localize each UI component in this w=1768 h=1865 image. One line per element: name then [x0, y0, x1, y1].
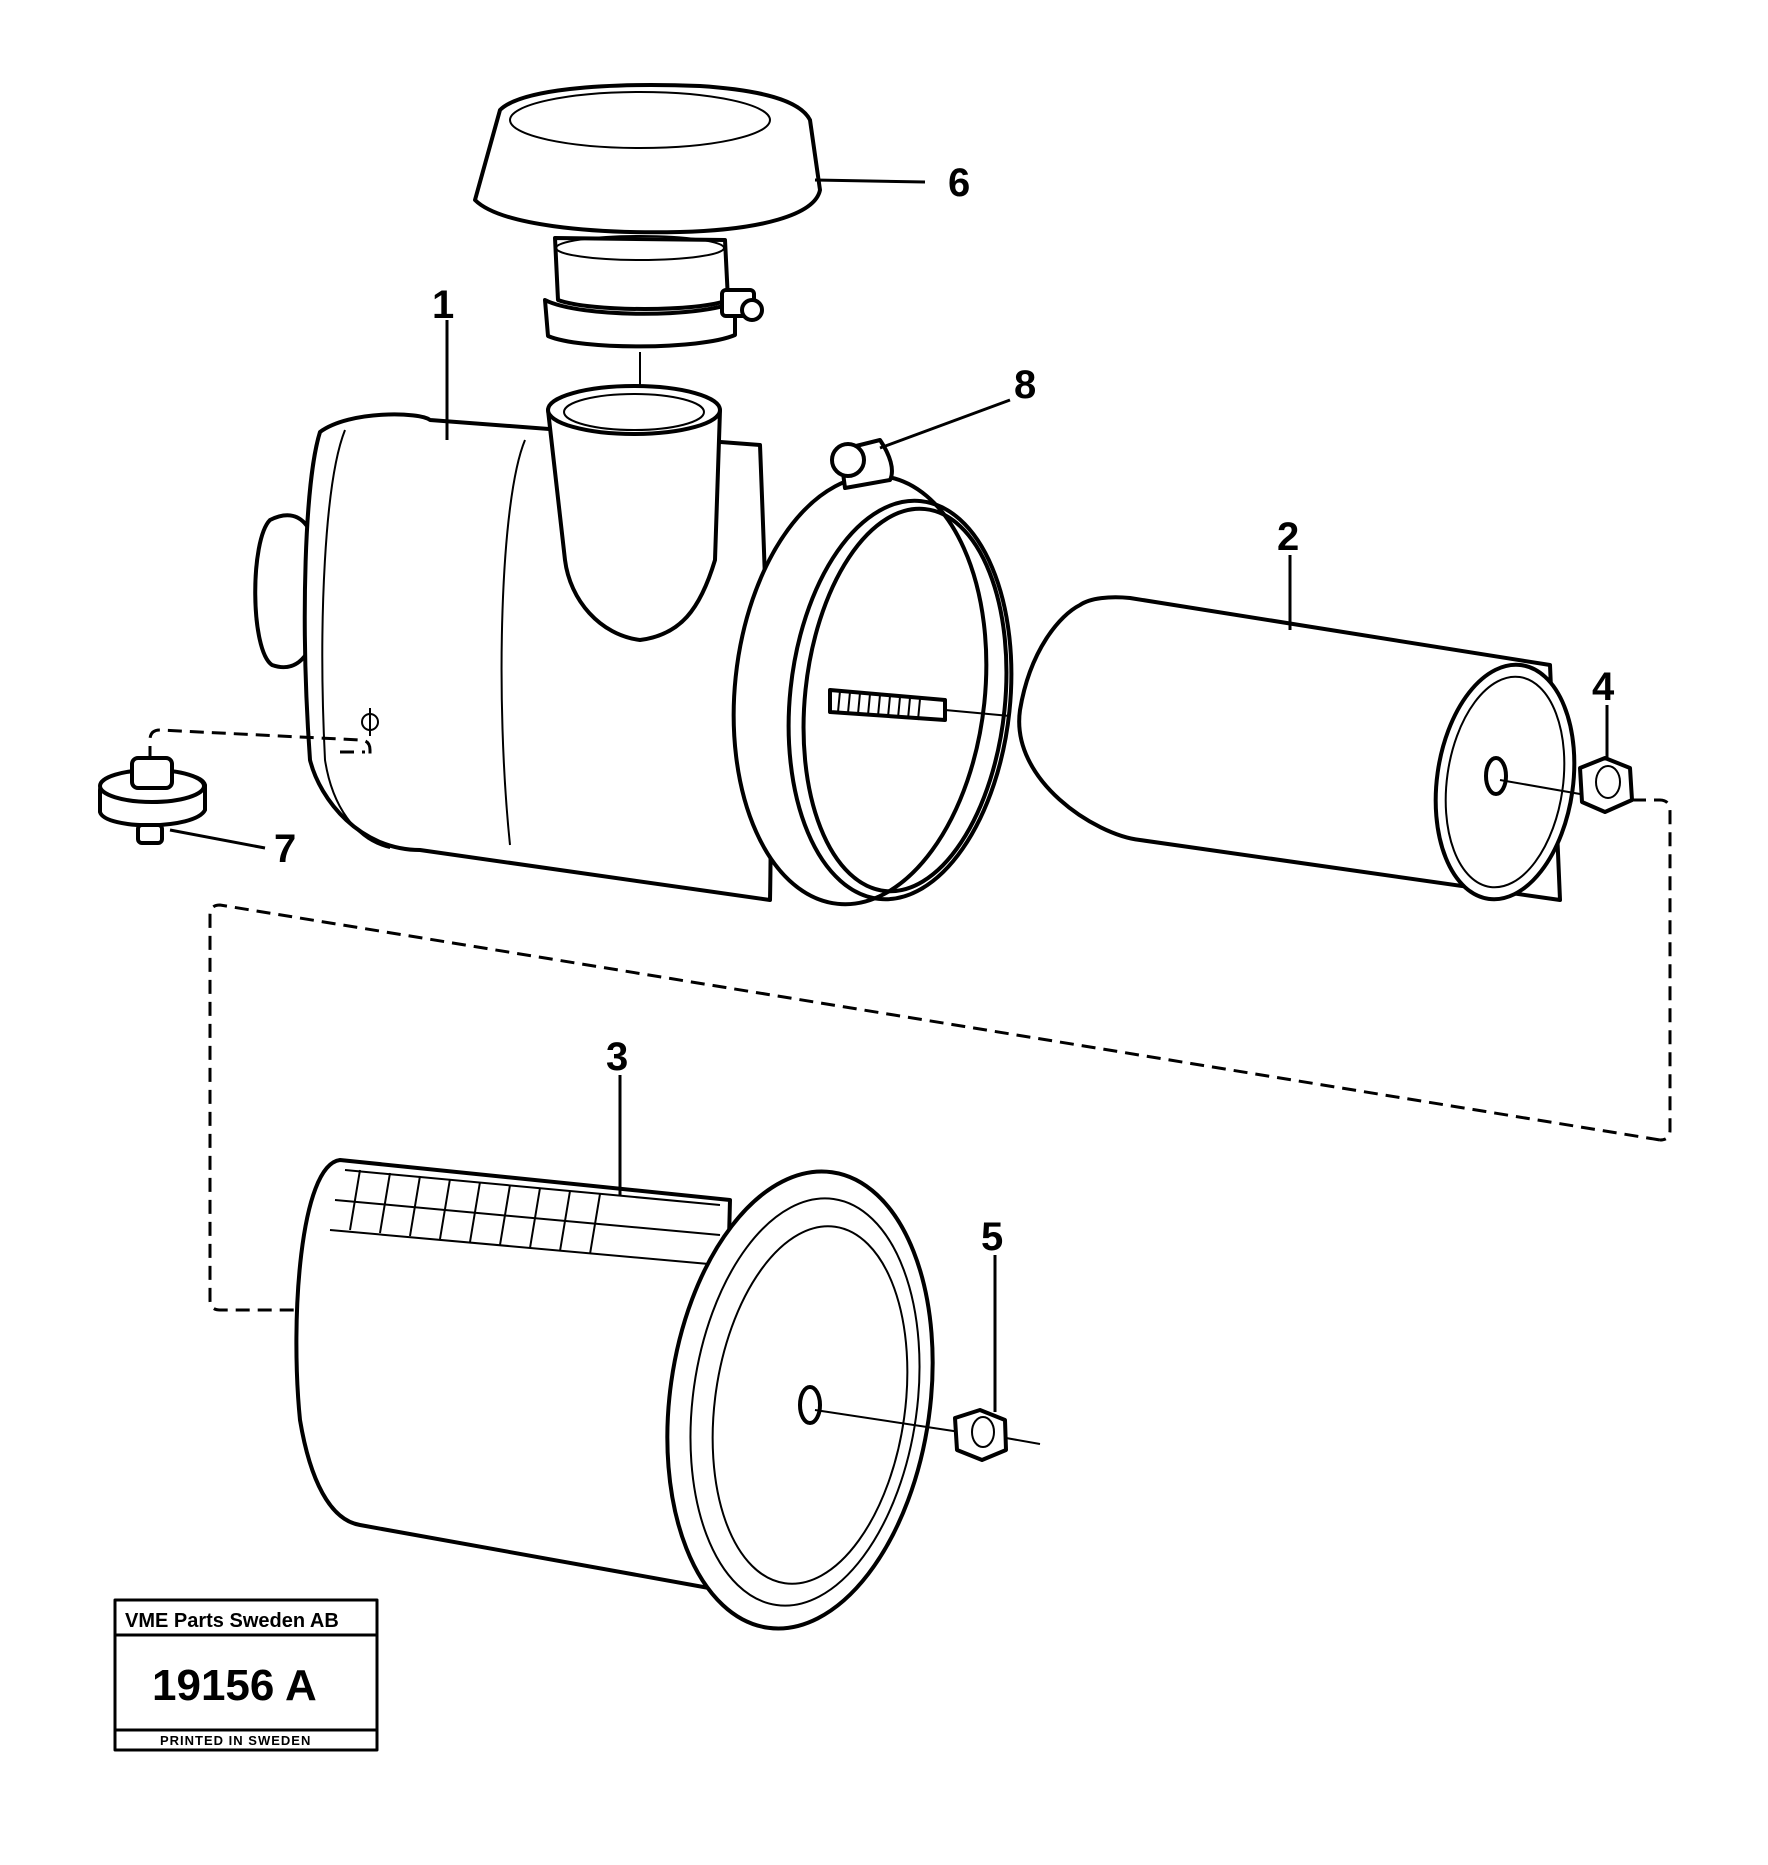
callout-6: 6	[948, 161, 970, 205]
stamp-drawing-number: 19156 A	[152, 1661, 317, 1710]
part-3-main-filter	[294, 1158, 961, 1631]
part-7-drain-valve	[98, 728, 372, 845]
leader-7	[169, 828, 266, 850]
part-6-rain-cap	[473, 83, 822, 425]
callout-labels: 1 2 3 4 5 6 7 8	[274, 161, 1615, 1259]
stamp-printed: PRINTED IN SWEDEN	[160, 1733, 311, 1748]
part-5-nut	[953, 1408, 1041, 1462]
leader-lines	[169, 178, 1609, 1412]
callout-3: 3	[606, 1035, 628, 1079]
title-stamp: VME Parts Sweden AB 19156 A PRINTED IN S…	[113, 1598, 379, 1752]
stamp-company: VME Parts Sweden AB	[125, 1610, 339, 1632]
leader-8	[879, 398, 1011, 450]
callout-1: 1	[432, 283, 454, 327]
part-2-safety-filter	[1017, 595, 1581, 902]
part-4-nut	[1578, 756, 1672, 1142]
callout-4: 4	[1592, 665, 1615, 709]
callout-8: 8	[1014, 363, 1036, 407]
callout-2: 2	[1277, 515, 1299, 559]
part-1-filter-housing	[253, 384, 1014, 907]
callout-7: 7	[274, 827, 296, 871]
callout-5: 5	[981, 1215, 1003, 1259]
assembly-path-dashed	[208, 903, 1661, 1312]
leader-6	[814, 178, 926, 184]
